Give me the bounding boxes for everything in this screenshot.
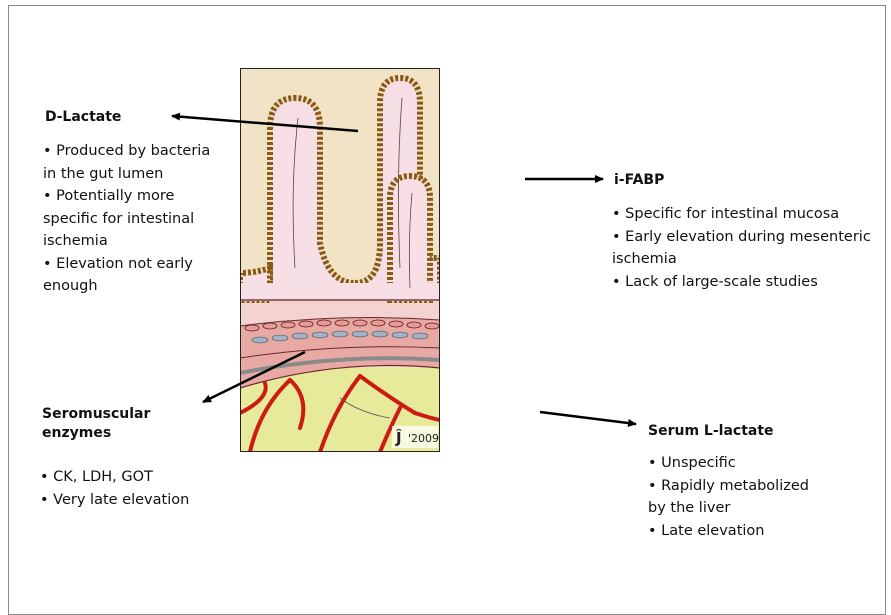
arrow-d-lactate xyxy=(172,116,358,131)
list-item: Specific for intestinal mucosa xyxy=(612,203,877,226)
list-item: Potentially more specific for intestinal… xyxy=(43,185,223,253)
serum-lactate-title-sc: L xyxy=(704,423,713,439)
list-item: Late elevation xyxy=(648,520,823,543)
d-lactate-prefix: D xyxy=(45,109,57,125)
ifabp-list: Specific for intestinal mucosa Early ele… xyxy=(612,203,877,293)
list-item: Very late elevation xyxy=(40,489,230,512)
arrow-seromuscular xyxy=(203,352,305,402)
d-lactate-list: Produced by bacteria in the gut lumen Po… xyxy=(43,140,223,298)
list-item: Rapidly metabolized by the liver xyxy=(648,475,823,520)
list-item: CK, LDH, GOT xyxy=(40,466,230,489)
seromuscular-list: CK, LDH, GOT Very late elevation xyxy=(40,466,230,511)
list-item: Unspecific xyxy=(648,452,823,475)
ifabp-title: i-FABP xyxy=(614,171,664,190)
seromuscular-title-line1: Seromuscular xyxy=(42,405,150,424)
arrow-serum-lactate xyxy=(540,412,636,424)
list-item: Early elevation during mesenteric ischem… xyxy=(612,226,877,271)
seromuscular-title: Seromuscular enzymes xyxy=(42,405,150,443)
seromuscular-title-line2: enzymes xyxy=(42,424,150,443)
list-item: Elevation not early enough xyxy=(43,253,223,298)
serum-lactate-title: Serum L-lactate xyxy=(648,422,774,441)
serum-lactate-list: Unspecific Rapidly metabolized by the li… xyxy=(648,452,823,542)
d-lactate-title: D-Lactate xyxy=(45,108,121,127)
list-item: Lack of large-scale studies xyxy=(612,271,877,294)
list-item: Produced by bacteria in the gut lumen xyxy=(43,140,223,185)
d-lactate-title-rest: -Lactate xyxy=(57,109,122,125)
serum-lactate-title-prefix: Serum xyxy=(648,423,704,439)
serum-lactate-title-rest: -lactate xyxy=(713,423,774,439)
